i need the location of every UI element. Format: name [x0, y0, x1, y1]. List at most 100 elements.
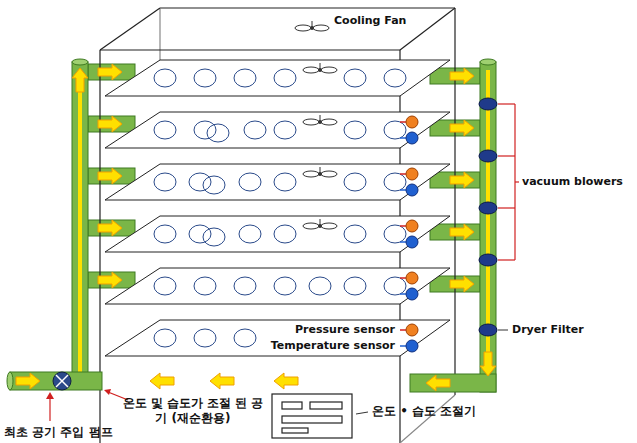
- temperature-sensor-symbols: [406, 132, 418, 352]
- inlet-stubs: [88, 220, 135, 236]
- inlet-pipe: [16, 373, 40, 389]
- sample-circles: [274, 277, 296, 295]
- inlet-stubs: [88, 272, 135, 288]
- shelves: [105, 268, 450, 304]
- inlet-pipe: [72, 68, 88, 92]
- inlet-pipe: [56, 375, 68, 387]
- sample-circles: [274, 225, 296, 243]
- sample-circles: [154, 173, 176, 191]
- dryer-filter-symbol: [479, 324, 497, 336]
- callout-arrows: [104, 389, 111, 395]
- sensor-leads: [400, 122, 406, 346]
- inlet-pipe: [53, 372, 71, 390]
- inlet-arrows: [98, 64, 122, 80]
- sample-circles: [154, 225, 176, 243]
- vacuum-blower-symbols: [479, 98, 497, 266]
- part-label: Dryer Filter: [512, 323, 584, 337]
- sensor-leads: [400, 293, 406, 295]
- sample-circles: [154, 69, 176, 87]
- blower-bracket: [498, 207, 515, 208]
- inlet-pipe: [72, 59, 88, 65]
- return-pipe: [480, 352, 496, 376]
- inlet-pipe: [7, 372, 13, 390]
- pressure-sensor-symbols: [406, 324, 418, 336]
- vacuum-blower-symbols: [479, 202, 497, 214]
- sample-circles: [344, 277, 366, 295]
- inlet-stubs: [88, 168, 135, 184]
- temperature-sensor-symbols: [406, 132, 418, 144]
- return-pipe: [410, 374, 496, 392]
- inlet-stubs: [88, 64, 135, 80]
- outlet-arrows: [450, 172, 474, 188]
- leader-line: [356, 412, 368, 414]
- inlet-arrows: [98, 220, 122, 236]
- callout-arrows: [49, 397, 50, 421]
- sample-circles: [274, 173, 296, 191]
- sample-circles: [154, 329, 176, 347]
- cabinet-outline: [100, 8, 455, 443]
- sensor-label: Pressure sensor: [293, 323, 397, 337]
- sensor-leads: [400, 173, 406, 175]
- sample-circles: [207, 124, 229, 142]
- inlet-pipe: [78, 88, 82, 373]
- return-arrows: [210, 373, 234, 389]
- sensor-leads: [400, 241, 406, 243]
- return-arrows: [274, 373, 298, 389]
- sample-circles: [384, 121, 406, 139]
- cooling-fans: [303, 219, 337, 229]
- pressure-sensor-symbols: [406, 168, 418, 180]
- flow-note: 온도 및 습도가 조절 된 공기 (재순환용): [118, 396, 268, 426]
- sample-circles: [384, 69, 406, 87]
- vacuum-blower-symbols: [479, 254, 497, 266]
- part-label: Cooling Fan: [334, 14, 406, 28]
- sample-circles: [344, 121, 366, 139]
- cabinet-outline: [400, 8, 455, 50]
- leader-line: [498, 330, 508, 331]
- sensor-leads: [400, 137, 406, 139]
- cabinet-outline: [454, 8, 455, 395]
- inlet-pipe: [10, 372, 102, 390]
- pressure-sensor-symbols: [406, 220, 418, 232]
- vacuum-blower-symbols: [479, 98, 497, 110]
- controller-unit: [282, 416, 342, 423]
- temperature-sensor-symbols: [406, 340, 418, 352]
- pressure-sensor-symbols: [406, 116, 418, 128]
- sample-circles: [194, 121, 216, 139]
- part-label: 최초 공기 주입 펌프: [4, 425, 113, 440]
- inlet-stubs: [88, 116, 135, 132]
- inlet-stubs: [88, 64, 135, 288]
- sample-circles: [274, 121, 296, 139]
- sample-circles: [203, 176, 225, 194]
- shelves: [105, 164, 450, 200]
- outlet-arrows: [450, 276, 474, 292]
- cooling-fans: [303, 167, 337, 177]
- blower-bracket: [498, 155, 515, 156]
- sample-circles: [194, 329, 216, 347]
- sample-circles: [189, 173, 211, 191]
- controller-unit: [282, 402, 302, 409]
- sample-circles: [274, 69, 296, 87]
- sample-circles: [344, 69, 366, 87]
- inlet-pipe: [56, 375, 68, 387]
- part-label: vacuum blowers: [522, 175, 623, 189]
- sample-circles: [234, 69, 256, 87]
- inlet-arrows: [98, 116, 122, 132]
- inlet-pipe: [7, 59, 102, 390]
- sample-circles: [194, 69, 216, 87]
- blower-bracket: [498, 104, 519, 260]
- temperature-sensor-symbols: [406, 184, 418, 196]
- sample-circles: [239, 173, 261, 191]
- sensor-leads: [400, 345, 406, 347]
- controller-unit: [310, 402, 342, 409]
- sensor-leads: [400, 189, 406, 191]
- return-pipe: [486, 70, 490, 360]
- return-pipe: [426, 375, 450, 391]
- cabinet-outline: [100, 8, 160, 50]
- shelves: [105, 320, 450, 356]
- inlet-arrows: [98, 64, 122, 288]
- cabinet-outline: [400, 395, 455, 443]
- pressure-sensor-symbols: [406, 272, 418, 284]
- return-arrows: [150, 373, 174, 389]
